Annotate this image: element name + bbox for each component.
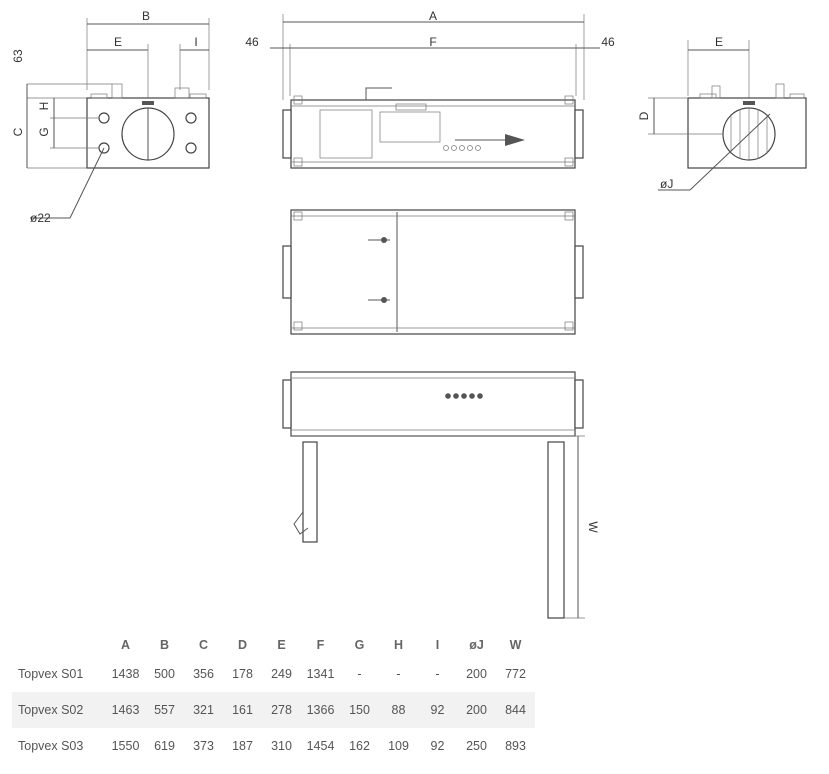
door-left bbox=[302, 441, 318, 543]
unit-body-open bbox=[290, 371, 576, 437]
dim-label-phi22: ø22 bbox=[30, 211, 51, 225]
dimension-table: A B C D E F G H I øJ W Topvex S01 1438 5… bbox=[12, 634, 535, 764]
dim-label-i: I bbox=[194, 35, 197, 49]
table-cell: 162 bbox=[349, 739, 370, 753]
table-cell: 772 bbox=[505, 667, 526, 681]
dim-label-e-right: E bbox=[715, 35, 723, 49]
table-header-cell: E bbox=[277, 638, 286, 652]
model-name: Topvex S03 bbox=[18, 739, 84, 753]
table-cell: 187 bbox=[232, 739, 253, 753]
dim-label-46-right: 46 bbox=[601, 35, 615, 49]
dim-label-f: F bbox=[429, 35, 436, 49]
table-cell: 619 bbox=[154, 739, 175, 753]
table-cell: 356 bbox=[193, 667, 214, 681]
model-name: Topvex S02 bbox=[12, 692, 106, 728]
table-header-cell: B bbox=[159, 638, 170, 652]
top-view bbox=[282, 209, 584, 335]
table-header-cell: W bbox=[509, 638, 522, 652]
dim-label-a: A bbox=[429, 9, 437, 23]
table-row: Topvex S01 1438 500 356 178 249 1341 - -… bbox=[12, 656, 535, 692]
dim-label-b: B bbox=[142, 9, 150, 23]
table-cell: 1366 bbox=[301, 692, 340, 728]
front-view: A F 46 46 bbox=[245, 9, 615, 169]
dim-label-c: C bbox=[11, 127, 25, 136]
table-cell: 161 bbox=[223, 692, 262, 728]
table-cell: 1341 bbox=[306, 667, 335, 681]
table-cell: 250 bbox=[466, 739, 487, 753]
dim-label-e: E bbox=[114, 35, 122, 49]
table-cell: 1454 bbox=[306, 739, 335, 753]
table-cell: 557 bbox=[145, 692, 184, 728]
table-header-row: A B C D E F G H I øJ W bbox=[12, 634, 535, 656]
table-header-cell bbox=[12, 634, 106, 656]
model-name: Topvex S01 bbox=[18, 667, 84, 681]
table-cell: 88 bbox=[379, 692, 418, 728]
table-header-cell: øJ bbox=[469, 638, 484, 652]
dim-label-h: H bbox=[37, 102, 51, 111]
table-cell: 1438 bbox=[111, 667, 140, 681]
left-side-view: B E I 63 H G C bbox=[11, 9, 210, 225]
unit-body-top bbox=[290, 209, 576, 335]
door-right bbox=[547, 441, 565, 619]
table-cell: 500 bbox=[154, 667, 175, 681]
table-cell: 1550 bbox=[111, 739, 140, 753]
table-header-cell: I bbox=[435, 638, 440, 652]
front-view-open: W bbox=[282, 371, 600, 619]
table-header-cell: G bbox=[354, 638, 365, 652]
table-header-cell: D bbox=[237, 638, 248, 652]
table-header-cell: H bbox=[393, 638, 404, 652]
table-cell: 278 bbox=[262, 692, 301, 728]
table-cell: - bbox=[435, 667, 440, 681]
table-cell: 893 bbox=[505, 739, 526, 753]
table-cell: 200 bbox=[466, 667, 487, 681]
unit-body-front bbox=[290, 99, 576, 169]
table-header-cell: A bbox=[120, 638, 131, 652]
dim-label-d: D bbox=[637, 111, 651, 120]
table-cell: 1463 bbox=[106, 692, 145, 728]
table-cell: 844 bbox=[496, 692, 535, 728]
dim-label-w: W bbox=[586, 521, 600, 533]
table-cell: 150 bbox=[340, 692, 379, 728]
table-header-cell: C bbox=[198, 638, 209, 652]
dim-label-g: G bbox=[37, 127, 51, 136]
table-cell: 373 bbox=[193, 739, 214, 753]
table-cell: 92 bbox=[430, 739, 445, 753]
table-cell: 249 bbox=[271, 667, 292, 681]
dim-label-j: øJ bbox=[660, 177, 673, 191]
table-cell: 321 bbox=[184, 692, 223, 728]
table-cell: 310 bbox=[271, 739, 292, 753]
dim-label-63: 63 bbox=[11, 49, 25, 63]
table-cell: 178 bbox=[232, 667, 253, 681]
table-cell: 109 bbox=[388, 739, 409, 753]
right-end-view: E D øJ bbox=[637, 35, 807, 191]
table-cell: 200 bbox=[457, 692, 496, 728]
table-cell: 92 bbox=[418, 692, 457, 728]
table-cell: - bbox=[357, 667, 362, 681]
dim-label-46-left: 46 bbox=[245, 35, 259, 49]
technical-drawing: B E I 63 H G C bbox=[11, 9, 807, 619]
table-row: Topvex S02 1463 557 321 161 278 1366 150… bbox=[12, 692, 535, 728]
table-cell: - bbox=[396, 667, 401, 681]
table-header-cell: F bbox=[316, 638, 325, 652]
table-row: Topvex S03 1550 619 373 187 310 1454 162… bbox=[12, 728, 535, 764]
